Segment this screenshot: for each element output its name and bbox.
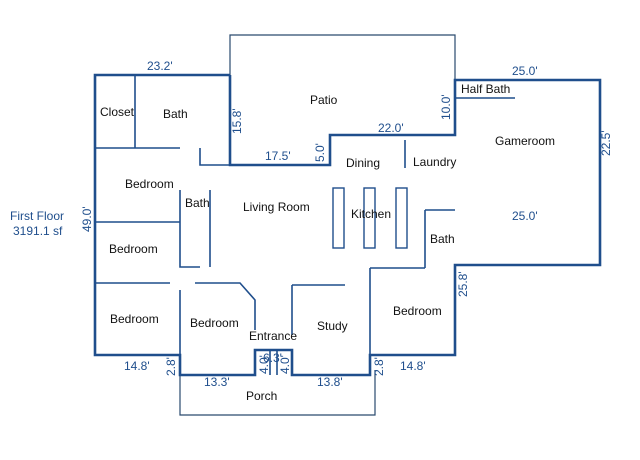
dim-gameroom-width-top: 25.0' (512, 64, 538, 78)
kitchen-counters (332, 187, 408, 249)
dim-right-wing-width: 14.8' (400, 359, 426, 373)
room-entrance: Entrance (249, 329, 297, 343)
room-bath-mid: Bath (185, 196, 210, 210)
kitchen-counter-left (332, 187, 345, 249)
bath-mid-box (179, 190, 200, 268)
thin-outlines (179, 34, 456, 416)
patio-outline (229, 34, 456, 80)
dim-left-wing-width: 14.8' (124, 359, 150, 373)
room-laundry: Laundry (413, 155, 456, 169)
dim-gameroom-width-bottom: 25.0' (512, 209, 538, 223)
room-gameroom: Gameroom (495, 134, 555, 148)
dim-dining-width: 22.0' (378, 121, 404, 135)
floor-name: First Floor (10, 209, 64, 223)
dim-patio-depth: 15.8' (230, 108, 244, 134)
kitchen-counter-right (395, 187, 408, 249)
dim-patio-width: 17.5' (265, 149, 291, 163)
room-closet: Closet (100, 105, 135, 119)
dim-right-wing-depth: 25.8' (456, 271, 470, 297)
dim-entrance-left: 4.0' (257, 355, 271, 374)
room-porch: Porch (246, 389, 277, 403)
kitchen-counter-mid (363, 187, 376, 249)
floor-caption: First Floor 3191.1 sf (10, 209, 64, 238)
porch-outline (179, 370, 376, 416)
dimension-labels-horizontal: 23.2' 17.5' 22.0' 25.0' 25.0' 14.8' 13.3… (124, 59, 538, 389)
room-bedroom-lower-left: Bedroom (110, 312, 159, 326)
room-bath-right: Bath (430, 232, 455, 246)
interior-walls (95, 75, 515, 375)
room-bedroom-upper-left: Bedroom (125, 177, 174, 191)
dim-entrance-right: 4.0' (278, 355, 292, 374)
dimension-labels-vertical: 15.8' 5.0' 10.0' 22.5' 49.0' 25.8' 2.8' … (80, 94, 613, 376)
dim-top-width: 23.2' (147, 59, 173, 73)
room-bedroom-lower-mid: Bedroom (190, 316, 239, 330)
room-labels: Closet Bath Patio Half Bath Gameroom Din… (100, 82, 555, 403)
room-bedroom-right: Bedroom (393, 304, 442, 318)
dim-right-notch: 2.8' (372, 357, 386, 376)
room-kitchen: Kitchen (351, 207, 391, 221)
dim-porch-left-width: 13.3' (204, 375, 230, 389)
room-study: Study (317, 319, 348, 333)
room-living-room: Living Room (243, 200, 310, 214)
room-patio: Patio (310, 93, 338, 107)
room-bedroom-left: Bedroom (109, 242, 158, 256)
dim-half-bath-depth: 10.0' (439, 94, 453, 120)
floor-area: 3191.1 sf (13, 224, 63, 238)
dim-left-notch: 2.8' (164, 357, 178, 376)
bedroom-lower-top-wall (195, 282, 256, 330)
dim-gameroom-depth: 22.5' (599, 130, 613, 156)
room-dining: Dining (346, 156, 380, 170)
dim-entrance-width: 6.3' (263, 351, 282, 365)
dim-porch-right-width: 13.8' (317, 375, 343, 389)
dim-overall-depth: 49.0' (80, 206, 94, 232)
room-bath-top: Bath (163, 107, 188, 121)
room-half-bath: Half Bath (461, 82, 510, 96)
dim-patio-step: 5.0' (313, 143, 327, 162)
bath-top-right-wall (199, 148, 230, 166)
